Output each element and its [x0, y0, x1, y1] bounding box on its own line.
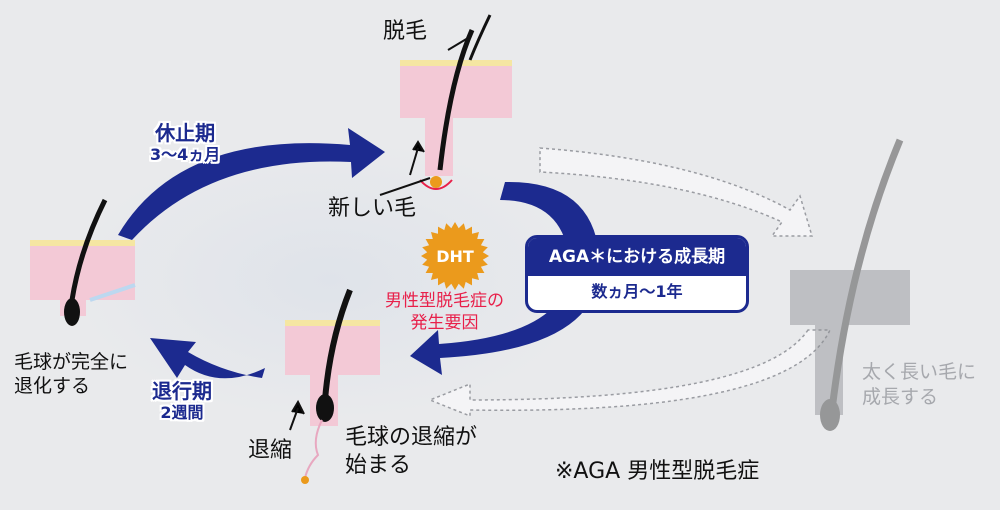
growth-phase-box: AGA＊における成長期 数ヵ月〜1年: [525, 235, 749, 313]
phase-duration: 数ヵ月〜1年: [591, 282, 683, 301]
label-line: 退化する: [14, 375, 91, 397]
phase-title: 退行期: [152, 379, 212, 403]
hair-illustration-right: [790, 138, 910, 431]
phase-title: AGA＊における成長期: [528, 238, 746, 276]
dotted-arrow-growth: [427, 147, 832, 418]
hair-illustration-top: [400, 14, 512, 190]
label-line: 毛球が完全に: [14, 351, 129, 373]
dht-caption: 男性型脱毛症の 発生要因: [385, 290, 504, 334]
phase-title: 休止期: [155, 121, 216, 145]
footnote: ※AGA 男性型脱毛症: [555, 459, 760, 484]
dht-badge: DHT: [436, 247, 474, 266]
pointer-arrows: [289, 37, 469, 431]
label-shedding: 脱毛: [383, 19, 428, 44]
phase-duration: 3〜4ヵ月: [150, 145, 221, 164]
hair-illustration-bottom: [285, 288, 380, 484]
hair-illustration-left: [30, 198, 136, 326]
arrow-growth: [410, 181, 600, 375]
phase-resting: 休止期 3〜4ヵ月: [150, 122, 220, 166]
label-bulb-shrinking: 毛球の退縮が 始まる: [345, 424, 477, 480]
cycle-arrows: [118, 128, 600, 379]
label-shrink: 退縮: [248, 438, 293, 463]
arrow-resting: [118, 128, 385, 240]
phase-duration: 2週間: [160, 403, 204, 422]
phase-regression: 退行期 2週間: [152, 380, 212, 424]
label-bulb-regressed: 毛球が完全に 退化する: [14, 350, 128, 398]
label-grow-thick: 太く長い毛に 成長する: [862, 360, 976, 410]
label-line: 成長する: [862, 386, 939, 408]
dht-burst: [421, 222, 489, 290]
caption-line: 発生要因: [410, 313, 479, 333]
label-line: 太く長い毛に: [862, 361, 977, 383]
arrow-regression: [150, 338, 265, 379]
caption-line: 男性型脱毛症の: [385, 291, 504, 311]
label-line: 始まる: [345, 453, 412, 478]
label-new-hair: 新しい毛: [328, 196, 417, 221]
label-line: 毛球の退縮が: [345, 425, 478, 450]
